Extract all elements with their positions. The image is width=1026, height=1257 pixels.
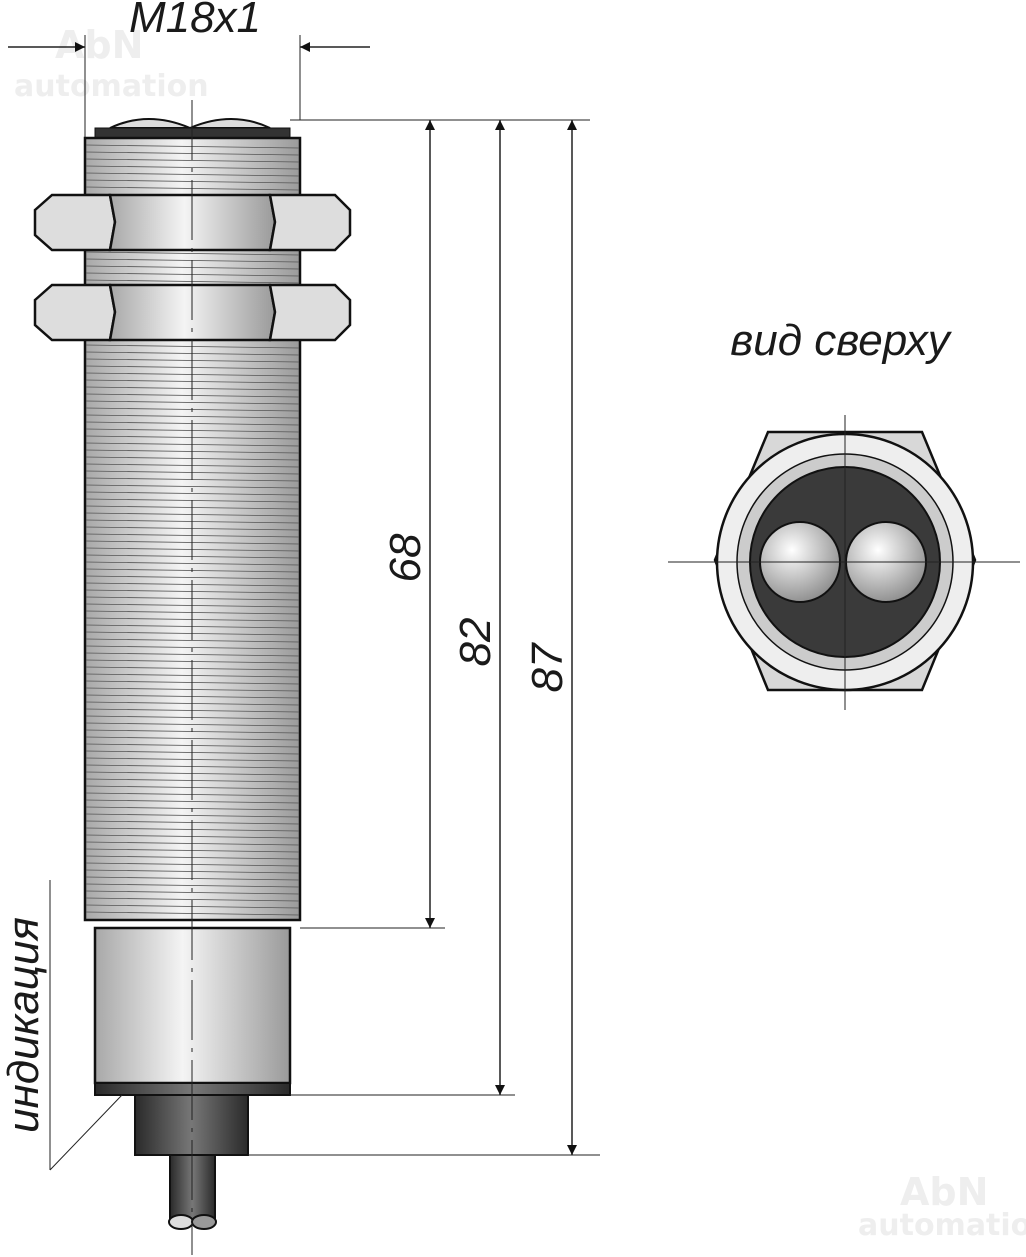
thread-line [85, 400, 300, 405]
thread-line [85, 813, 300, 818]
svg-text:AbN: AbN [900, 1170, 988, 1214]
thread-label: M18x1 [129, 0, 261, 42]
top-view: вид сверху [668, 316, 1020, 710]
thread-line [85, 575, 300, 580]
thread-line [85, 165, 300, 170]
thread-line [85, 251, 300, 256]
nut-lower [33, 283, 352, 342]
thread-line [85, 890, 300, 895]
thread-line [85, 561, 300, 566]
thread-line [85, 883, 300, 888]
indication-callout: индикация [0, 880, 123, 1171]
svg-text:automation: automation [14, 69, 209, 104]
watermark-top: AbN automation [14, 23, 209, 104]
thread-line [85, 722, 300, 727]
svg-text:AbN: AbN [55, 23, 143, 67]
top-view-label: вид сверху [730, 316, 952, 365]
sensor-side-view [33, 100, 352, 1255]
thread-line [85, 638, 300, 643]
thread-line [85, 414, 300, 419]
thread-line [85, 491, 300, 496]
lens-caps [109, 118, 271, 130]
dim-87: 87 [523, 642, 572, 692]
thread-line [85, 158, 300, 163]
thread-line [85, 799, 300, 804]
thread-line [85, 652, 300, 657]
dim-68: 68 [381, 533, 430, 582]
thread-dimension: M18x1 [8, 0, 370, 150]
thread-line [85, 172, 300, 177]
thread-line [85, 897, 300, 902]
dim-82: 82 [451, 618, 500, 667]
indication-label: индикация [0, 917, 48, 1133]
thread-line [85, 484, 300, 489]
thread-line [85, 645, 300, 650]
svg-text:automation: automation [858, 1208, 1026, 1243]
thread-line [85, 736, 300, 741]
length-dimensions: 68 82 87 [248, 119, 600, 1156]
watermark-bottom: AbN automation [858, 1170, 1026, 1243]
